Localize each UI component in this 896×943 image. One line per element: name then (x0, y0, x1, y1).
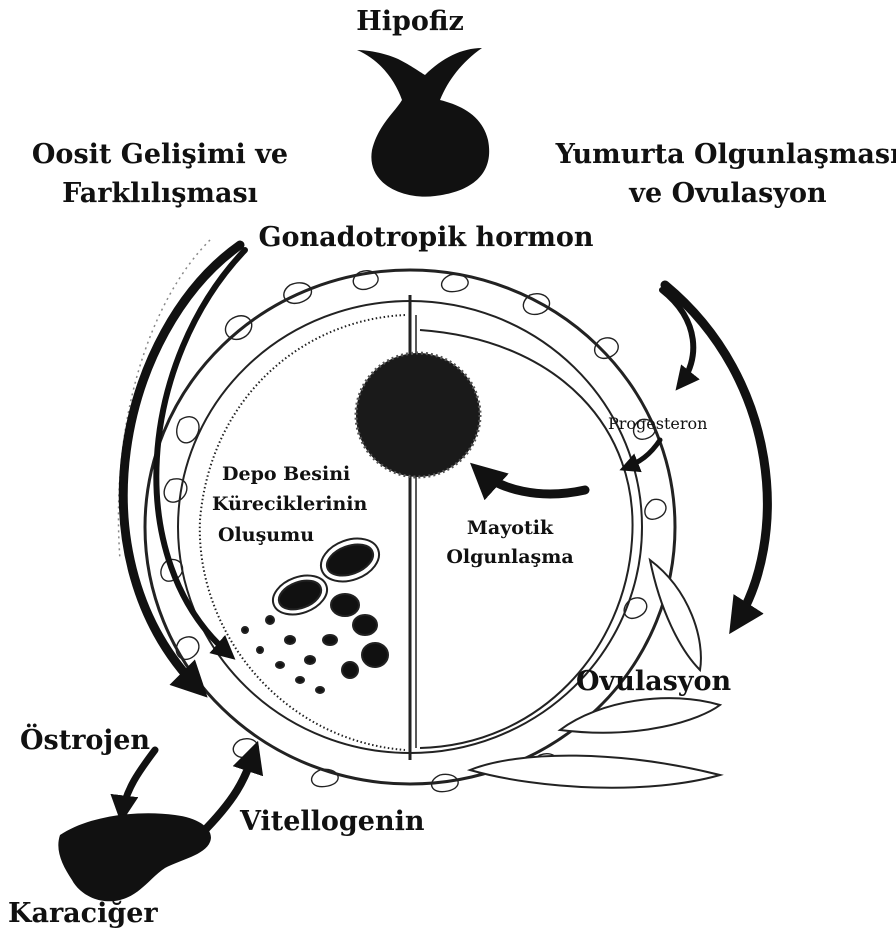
yolk-globules (242, 531, 388, 693)
ovulation-label: Ovulasyon (576, 666, 731, 698)
meiotic-maturation-label-line1: Mayotik (467, 517, 553, 540)
gonadotropic-hormone-label: Gonadotropik hormon (258, 222, 593, 254)
liver-shape (58, 813, 211, 901)
arrow-oocyte-development-2 (156, 250, 245, 655)
arrow-egg-maturation (665, 285, 767, 625)
yolk-formation-label-line1: Depo Besini (222, 463, 350, 486)
arrow-meiotic-maturation (478, 470, 585, 494)
progesterone-label: Progesteron (608, 414, 707, 433)
yolk-formation-label-line3: Oluşumu (218, 524, 314, 547)
yolk-formation-label-line2: Küreciklerinin (212, 493, 367, 516)
liver-label: Karaciğer (8, 898, 158, 930)
pituitary-gland-shape (357, 48, 489, 197)
oocyte-development-label-line1: Oosit Gelişimi ve (32, 139, 288, 171)
estrogen-label: Östrojen (20, 725, 150, 757)
vitellogenin-label: Vitellogenin (240, 806, 424, 838)
meiotic-maturation-label-line2: Olgunlaşma (446, 546, 573, 569)
arrow-estrogen-to-liver (122, 750, 155, 815)
egg-maturation-label-line1: Yumurta Olgunlaşması (556, 139, 896, 171)
egg-maturation-label-line2: ve Ovulasyon (629, 178, 826, 210)
pituitary-label: Hipofiz (356, 6, 464, 38)
oocyte-development-label-line2: Farklılışması (62, 178, 258, 210)
